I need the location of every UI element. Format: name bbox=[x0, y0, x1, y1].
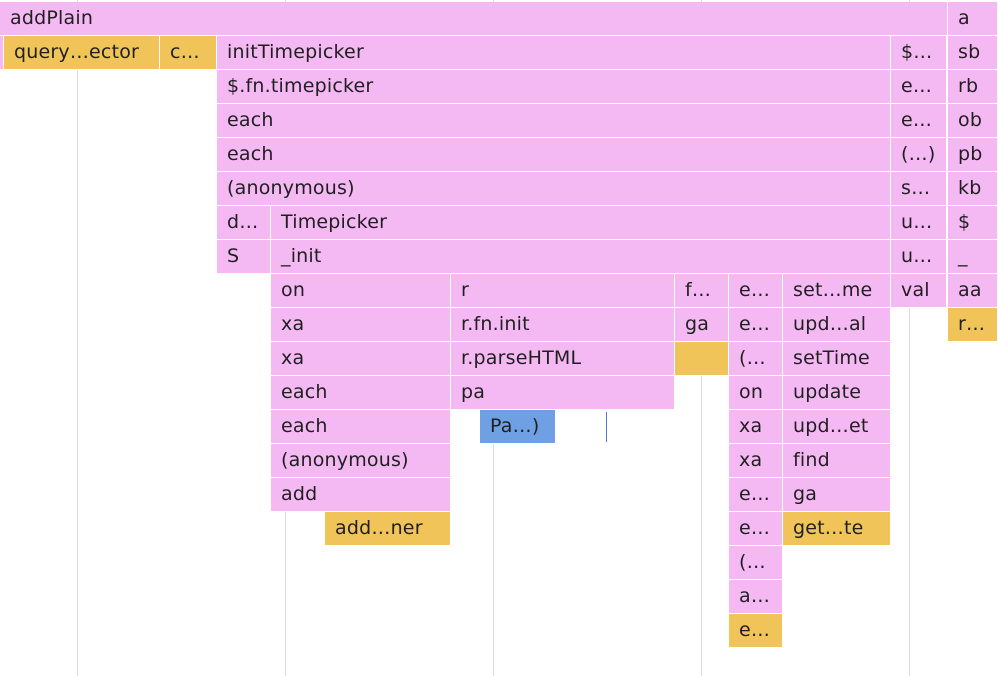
flame-frame[interactable]: xa bbox=[271, 308, 451, 342]
flame-frame[interactable]: val bbox=[891, 274, 947, 308]
flame-frame[interactable]: xa bbox=[729, 410, 783, 444]
flame-frame[interactable]: e… bbox=[729, 274, 783, 308]
flame-frame[interactable]: on bbox=[271, 274, 451, 308]
flame-frame[interactable]: a… bbox=[729, 580, 783, 614]
flame-frame[interactable]: e… bbox=[729, 308, 783, 342]
flame-frame[interactable]: $ bbox=[948, 206, 998, 240]
flame-frame[interactable]: s… bbox=[891, 172, 947, 206]
flame-frame[interactable]: upd…al bbox=[783, 308, 891, 342]
flame-frame[interactable]: initTimepicker bbox=[217, 36, 891, 70]
flame-frame[interactable]: (… bbox=[729, 546, 783, 580]
flame-frame[interactable]: r… bbox=[948, 308, 998, 342]
flame-frame[interactable]: ga bbox=[675, 308, 729, 342]
flame-frame[interactable]: each bbox=[217, 104, 891, 138]
flame-frame[interactable] bbox=[0, 36, 4, 70]
flame-frame[interactable]: c… bbox=[160, 36, 217, 70]
flame-frame[interactable]: e… bbox=[729, 512, 783, 546]
flame-frame[interactable]: get…te bbox=[783, 512, 891, 546]
flame-frame[interactable]: set…me bbox=[783, 274, 891, 308]
flame-frame[interactable]: update bbox=[783, 376, 891, 410]
flame-frame[interactable]: d… bbox=[217, 206, 271, 240]
timeline-gridline bbox=[909, 0, 910, 676]
flame-frame[interactable]: each bbox=[271, 376, 451, 410]
flame-frame[interactable]: _ bbox=[948, 240, 998, 274]
flame-frame[interactable]: xa bbox=[271, 342, 451, 376]
flame-frame[interactable]: (anonymous) bbox=[217, 172, 891, 206]
flame-frame[interactable]: _init bbox=[271, 240, 891, 274]
flame-frame[interactable]: u… bbox=[891, 240, 947, 274]
flame-frame[interactable]: e… bbox=[891, 104, 947, 138]
flame-frame[interactable]: e… bbox=[729, 478, 783, 512]
flame-frame[interactable]: pa bbox=[451, 376, 675, 410]
flame-frame[interactable]: $.fn.timepicker bbox=[217, 70, 891, 104]
flame-frame[interactable]: S bbox=[217, 240, 271, 274]
flame-frame[interactable]: addPlain bbox=[0, 2, 948, 36]
flame-frame[interactable]: add…ner bbox=[325, 512, 451, 546]
flame-frame[interactable]: ga bbox=[783, 478, 891, 512]
flame-frame[interactable]: xa bbox=[729, 444, 783, 478]
flame-frame[interactable]: u… bbox=[891, 206, 947, 240]
flame-frame[interactable]: (… bbox=[729, 342, 783, 376]
selected-flame-frame[interactable]: Pa…) bbox=[480, 410, 556, 444]
flame-frame[interactable]: each bbox=[217, 138, 891, 172]
flame-frame[interactable]: find bbox=[783, 444, 891, 478]
flame-frame[interactable]: e… bbox=[891, 70, 947, 104]
flame-frame[interactable]: ob bbox=[948, 104, 998, 138]
flame-frame[interactable]: setTime bbox=[783, 342, 891, 376]
flame-frame[interactable]: (…) bbox=[891, 138, 947, 172]
selection-marker bbox=[606, 412, 607, 442]
flame-frame[interactable]: sb bbox=[948, 36, 998, 70]
flame-frame[interactable]: r.parseHTML bbox=[451, 342, 675, 376]
flame-frame[interactable]: rb bbox=[948, 70, 998, 104]
timeline-gridline bbox=[77, 0, 78, 676]
flame-frame[interactable]: Timepicker bbox=[271, 206, 891, 240]
flame-frame[interactable]: query…ector bbox=[4, 36, 160, 70]
flame-frame[interactable]: add bbox=[271, 478, 451, 512]
flame-frame[interactable]: r bbox=[451, 274, 675, 308]
flame-frame[interactable]: $… bbox=[891, 36, 947, 70]
flame-frame[interactable]: e… bbox=[729, 614, 783, 648]
flame-frame[interactable]: kb bbox=[948, 172, 998, 206]
flame-frame[interactable]: upd…et bbox=[783, 410, 891, 444]
flame-frame[interactable]: r.fn.init bbox=[451, 308, 675, 342]
flame-frame[interactable]: on bbox=[729, 376, 783, 410]
flame-frame[interactable] bbox=[675, 342, 729, 376]
flame-frame[interactable]: f… bbox=[675, 274, 729, 308]
flame-frame[interactable]: a bbox=[948, 2, 998, 36]
flame-frame[interactable]: pb bbox=[948, 138, 998, 172]
flame-frame[interactable]: aa bbox=[948, 274, 998, 308]
flame-frame[interactable]: each bbox=[271, 410, 451, 444]
flame-frame[interactable]: (anonymous) bbox=[271, 444, 451, 478]
